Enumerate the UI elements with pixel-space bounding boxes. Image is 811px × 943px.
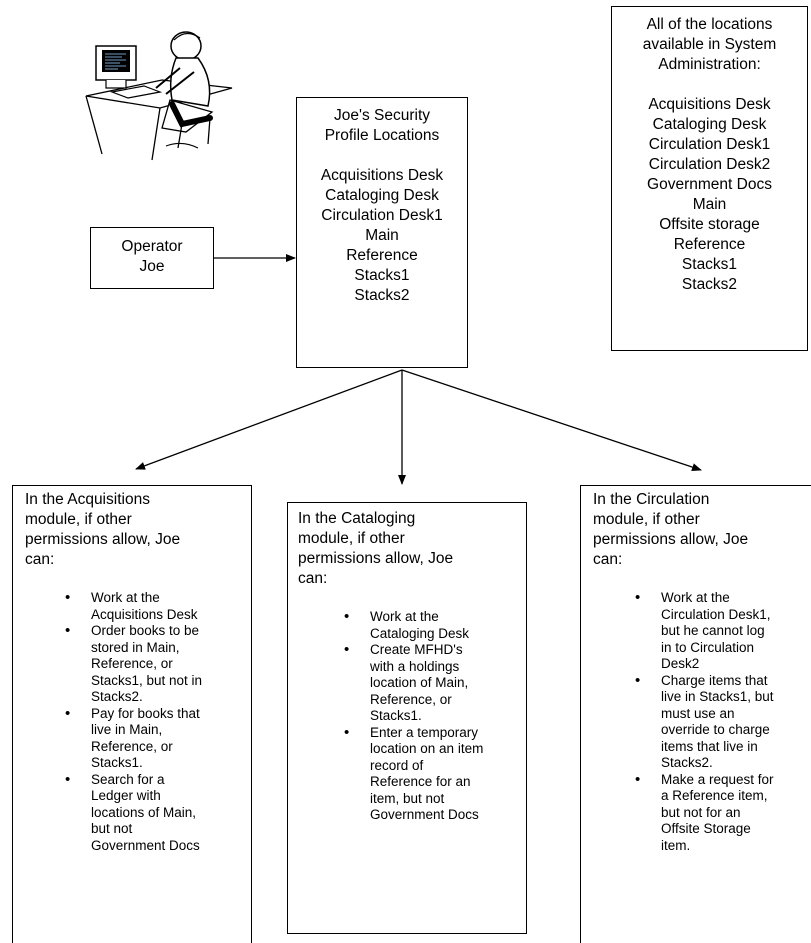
system-location-item: Reference (673, 236, 746, 253)
system-title-line2: available in System (642, 36, 777, 53)
acquisitions-intro-line3: permissions allow, Joe (25, 531, 181, 548)
profile-to-acquisitions-arrow (135, 369, 403, 470)
profile-location-item: Reference (346, 247, 418, 264)
system-location-item: Main (692, 196, 727, 213)
operator-label-line1: Operator (121, 238, 183, 255)
profile-to-circulation-arrow (401, 369, 702, 471)
cataloging-box: In the Cataloging module, if other permi… (287, 502, 527, 934)
circulation-intro-line1: In the Circulation (593, 491, 710, 508)
profile-location-item: Main (365, 227, 399, 244)
system-location-item: Offsite storage (659, 216, 760, 233)
profile-location-item: Circulation Desk1 (321, 207, 443, 224)
system-locations-box: All of the locations available in System… (611, 6, 808, 351)
cataloging-intro-line2: module, if other (298, 530, 405, 547)
cataloging-intro-line1: In the Cataloging (298, 510, 416, 527)
computer-operator-icon (82, 28, 242, 168)
system-location-item: Circulation Desk2 (648, 156, 771, 173)
profile-location-item: Cataloging Desk (325, 187, 439, 204)
system-location-item: Circulation Desk1 (648, 136, 771, 153)
acquisitions-intro-line4: can: (25, 551, 55, 568)
system-location-item: Cataloging Desk (652, 116, 767, 133)
profile-location-item: Stacks1 (354, 267, 410, 284)
cataloging-intro-line3: permissions allow, Joe (298, 550, 454, 567)
profile-title-line2: Profile Locations (324, 127, 440, 144)
system-title-line3: Administration: (658, 56, 761, 73)
system-location-item: Acquisitions Desk (648, 96, 771, 113)
circulation-intro-line2: module, if other (593, 511, 700, 528)
circulation-intro-line3: permissions allow, Joe (593, 531, 749, 548)
circulation-intro-line4: can: (593, 551, 623, 568)
profile-location-item: Acquisitions Desk (320, 167, 444, 184)
system-title-line1: All of the locations (646, 16, 773, 33)
system-location-item: Stacks1 (681, 256, 738, 273)
circulation-box: In the Circulation module, if other perm… (580, 485, 811, 943)
acquisitions-intro-line2: module, if other (25, 511, 132, 528)
profile-box: Joe's Security Profile Locations Acquisi… (296, 97, 468, 368)
system-location-item: Stacks2 (681, 276, 738, 293)
cataloging-intro-line4: can: (298, 570, 328, 587)
acquisitions-intro-line1: In the Acquisitions (25, 491, 150, 508)
operator-box: Operator Joe (90, 227, 214, 289)
profile-title-line1: Joe's Security (334, 107, 430, 124)
system-location-item: Government Docs (647, 176, 772, 193)
profile-location-item: Stacks2 (354, 287, 410, 304)
operator-label-line2: Joe (139, 258, 165, 275)
acquisitions-box: In the Acquisitions module, if other per… (12, 485, 252, 943)
